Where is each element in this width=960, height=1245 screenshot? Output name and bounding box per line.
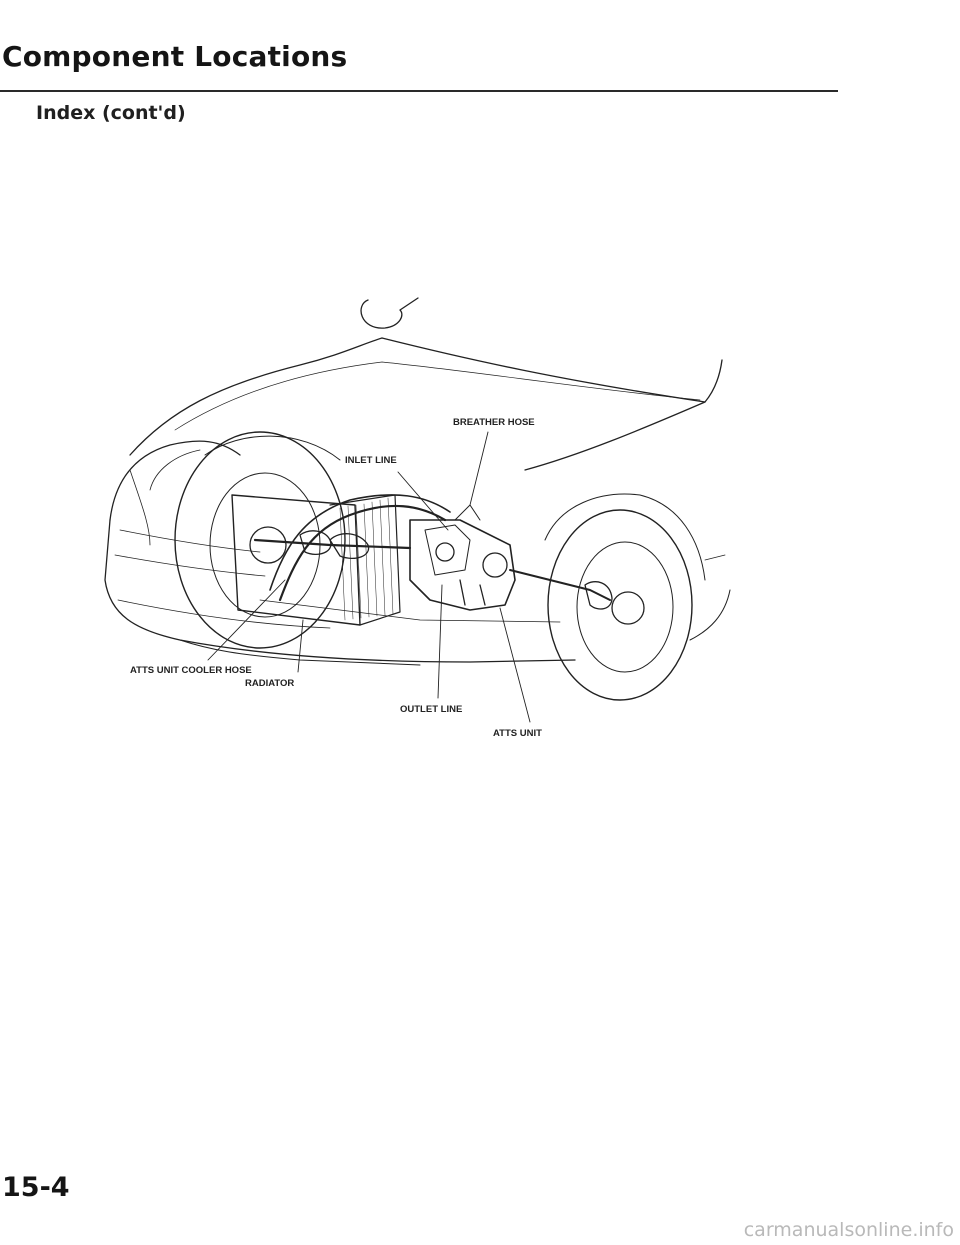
mirror-outline bbox=[360, 297, 419, 329]
label-breather-hose: BREATHER HOSE bbox=[453, 417, 535, 428]
page-title: Component Locations bbox=[2, 40, 348, 73]
footer-watermark: carmanualsonline.info bbox=[743, 1219, 954, 1241]
right-wheel bbox=[547, 509, 693, 701]
hood-outline bbox=[129, 337, 383, 456]
section-subtitle: Index (cont'd) bbox=[36, 102, 186, 124]
radiator-body bbox=[231, 494, 401, 626]
cooler-hose bbox=[278, 504, 447, 602]
left-wheel bbox=[174, 431, 346, 649]
page-number: 15-4 bbox=[2, 1172, 70, 1203]
label-radiator: RADIATOR bbox=[245, 678, 294, 689]
bumper bbox=[179, 639, 421, 666]
title-rule bbox=[0, 90, 838, 92]
body-front bbox=[109, 440, 241, 521]
label-atts-unit: ATTS UNIT bbox=[493, 728, 542, 739]
label-outlet-line: OUTLET LINE bbox=[400, 704, 462, 715]
atts-unit-body bbox=[409, 504, 516, 611]
label-inlet-line: INLET LINE bbox=[345, 455, 397, 466]
drive-shaft-right bbox=[509, 569, 611, 601]
label-atts-unit-cooler-hose: ATTS UNIT COOLER HOSE bbox=[130, 665, 252, 676]
drive-shaft-left bbox=[253, 538, 412, 550]
